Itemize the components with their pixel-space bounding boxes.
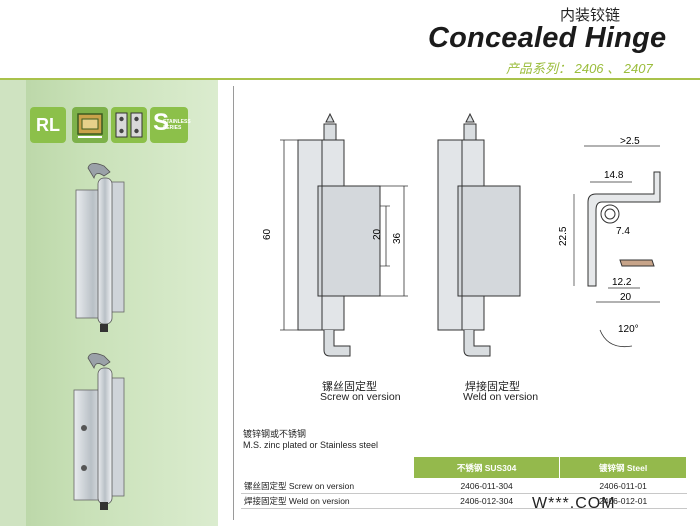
table-cell-part: 2406-012-01 [559, 493, 687, 509]
header-rule [0, 78, 700, 80]
table-cell-version: 焊接固定型 Weld on version [241, 493, 414, 509]
rl-badge-text: RL [36, 115, 60, 135]
dim-hole-pitch: 20 [372, 228, 383, 240]
dim-radius: 7.4 [616, 226, 630, 237]
table-row: 镙丝固定型 Screw on version 2406-011-304 2406… [241, 478, 687, 494]
table-header-steel: 镀锌钢 Steel [559, 456, 687, 479]
part-number-table: 不锈钢 SUS304 镀锌钢 Steel 镙丝固定型 Screw on vers… [241, 456, 687, 509]
stainless-series-icon: S STAINLESS SERIES [150, 107, 191, 143]
stainless-series-text: STAINLESS SERIES [163, 119, 191, 131]
screw-holes-icon [111, 107, 147, 143]
hinge-photo-bottom [73, 353, 125, 510]
weld-plate-icon [72, 107, 108, 143]
watermark: W***.COM [532, 495, 616, 512]
dim-depth: 22.5 [558, 226, 569, 246]
table-header-stainless: 不锈钢 SUS304 [412, 456, 561, 479]
dim-width-bottom: 20 [620, 292, 632, 303]
technical-drawings: 60 20 36 >2.5 14.8 22.5 7.4 12.2 20 120° [262, 112, 661, 357]
table-cell-version: 镙丝固定型 Screw on version [241, 478, 414, 494]
title-chinese: 内装铰链 [560, 6, 621, 24]
table-header-blank [241, 456, 414, 479]
dim-width-top: 14.8 [604, 170, 624, 181]
table-cell-part: 2406-011-304 [413, 478, 560, 494]
dim-leaf-height: 36 [392, 232, 403, 244]
table-row: 焊接固定型 Weld on version 2406-012-304 2406-… [241, 493, 687, 509]
dim-gap: >2.5 [620, 136, 640, 147]
material-en: M.S. zinc plated or Stainless steel [243, 440, 379, 450]
screw-version-label-en: Screw on version [320, 391, 401, 403]
dim-angle: 120° [618, 324, 639, 335]
weld-version-label-cn: 焊接固定型 [465, 380, 520, 393]
rl-badge-icon: RL [30, 107, 66, 143]
material-cn: 镀锌钢或不锈钢 [243, 430, 307, 440]
table-cell-part: 2406-012-304 [413, 493, 560, 509]
product-series: 产品系列： 2406 、 2407 [506, 61, 653, 76]
table-header-row: 不锈钢 SUS304 镀锌钢 Steel [241, 456, 687, 479]
dim-offset: 12.2 [612, 277, 632, 288]
hinge-photo-top [75, 163, 125, 332]
stainless-s-letter: S [153, 109, 170, 136]
table-cell-part: 2406-011-01 [559, 478, 687, 494]
panel-strip [0, 80, 26, 526]
panel-divider [233, 86, 234, 520]
dim-height: 60 [262, 228, 273, 240]
weld-version-label-en: Weld on version [463, 391, 539, 403]
screw-version-label-cn: 镙丝固定型 [322, 380, 377, 393]
page-title: Concealed Hinge [428, 22, 667, 54]
